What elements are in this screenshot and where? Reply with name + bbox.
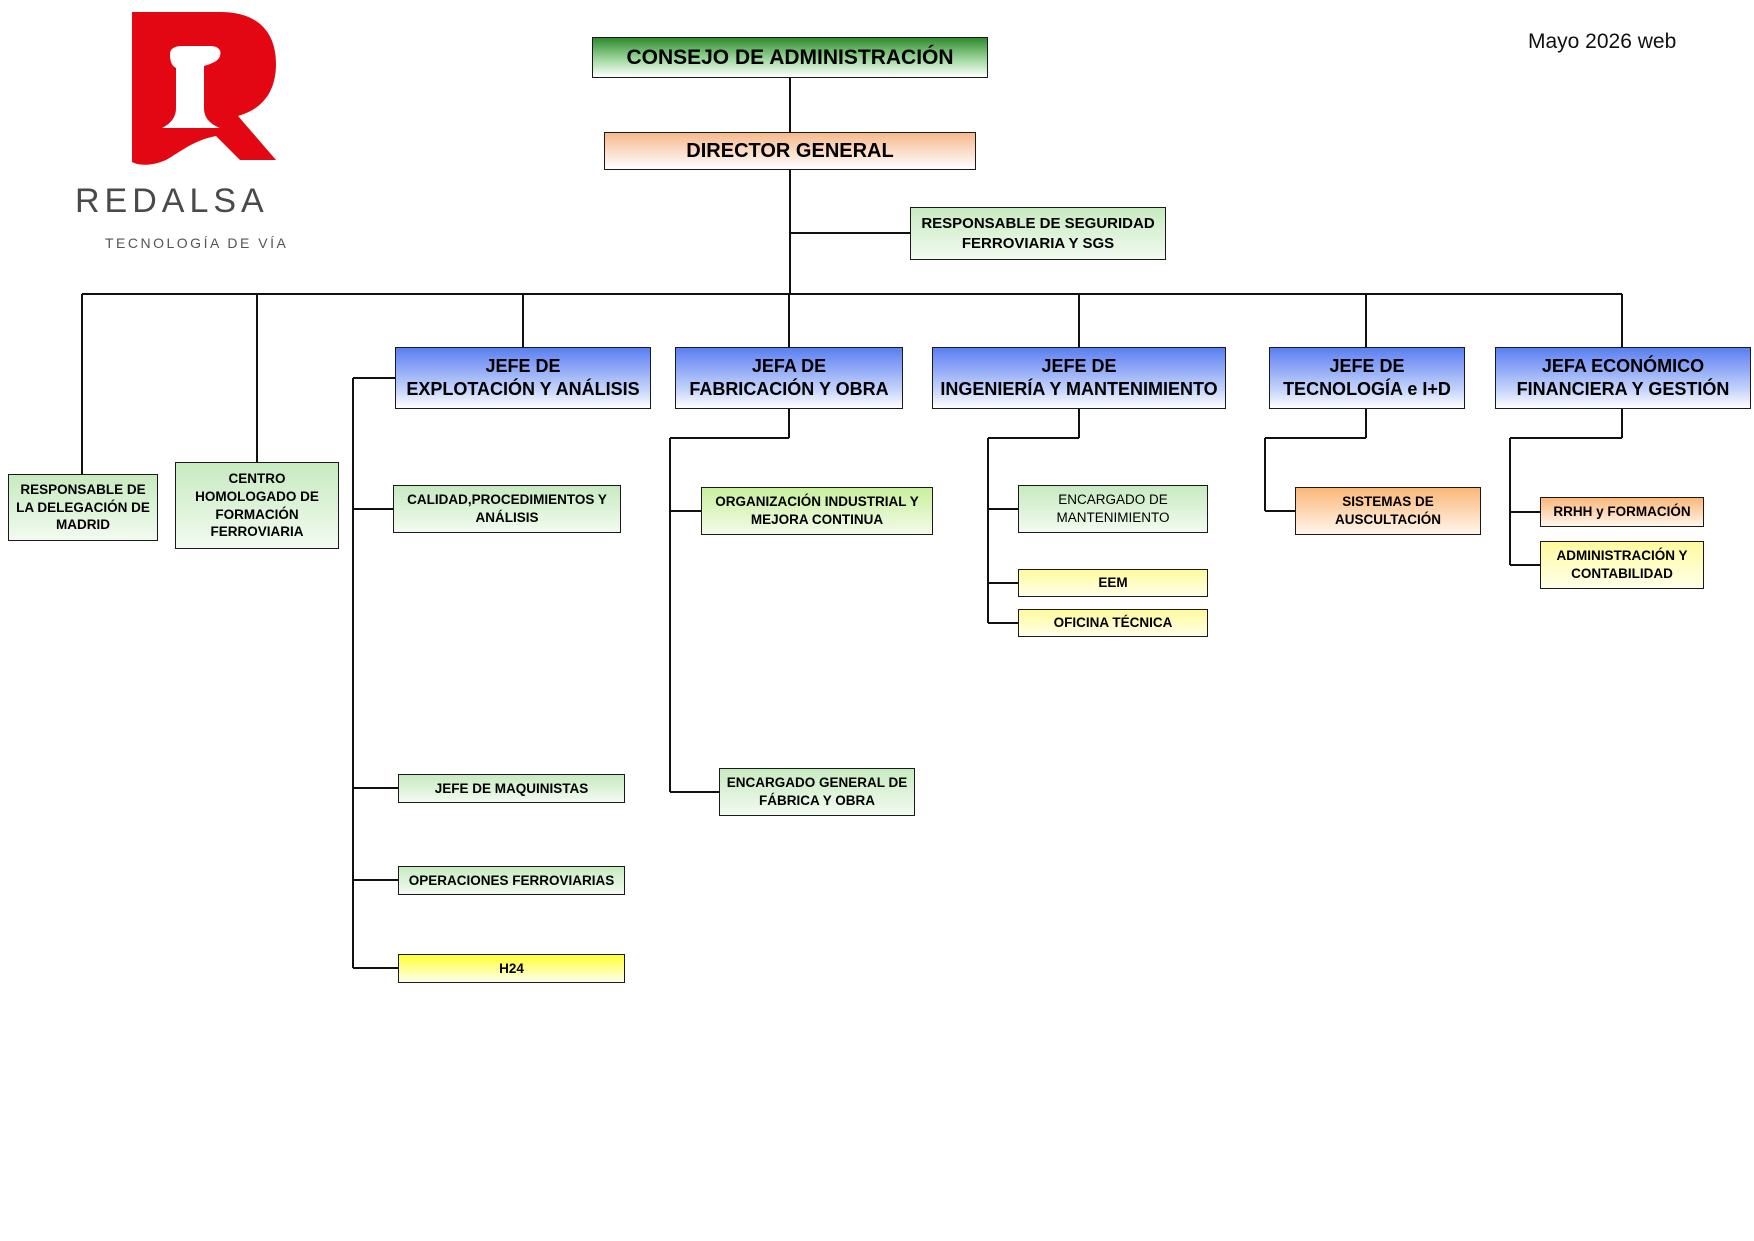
box-safety-line-2: FERROVIARIA Y SGS [961, 234, 1115, 252]
box-head-fabrication-line-1: JEFA DE [751, 355, 827, 376]
box-board: CONSEJO DE ADMINISTRACIÓN [592, 37, 988, 78]
box-training-line-2: HOMOLOGADO DE [195, 488, 319, 504]
box-h24-line-1: H24 [499, 960, 524, 976]
box-quality-procedures: CALIDAD,PROCEDIMIENTOS Y ANÁLISIS [393, 485, 621, 533]
box-rail-operations-line-1: OPERACIONES FERROVIARIAS [408, 872, 615, 888]
box-madrid: RESPONSABLE DE LA DELEGACIÓN DE MADRID [8, 474, 158, 541]
box-head-fabrication: JEFA DE FABRICACIÓN Y OBRA [675, 347, 903, 409]
box-quality-line-1: CALIDAD,PROCEDIMIENTOS Y [407, 492, 607, 508]
box-administration-line-1: ADMINISTRACIÓN Y [1556, 548, 1688, 564]
box-training-line-3: FORMACIÓN [215, 506, 299, 522]
edition-date: Mayo 2026 web [1528, 30, 1677, 53]
box-eem: EEM [1018, 569, 1208, 597]
box-head-engineering-line-1: JEFE DE [1041, 355, 1117, 376]
box-industrial-org-line-2: MEJORA CONTINUA [750, 512, 884, 527]
box-hr-training: RRHH y FORMACIÓN [1540, 497, 1704, 527]
box-madrid-line-1: RESPONSABLE DE [20, 482, 146, 498]
logo-wordmark: REDALSA [75, 182, 269, 220]
box-rail-operations: OPERACIONES FERROVIARIAS [398, 866, 625, 895]
box-madrid-line-2: LA DELEGACIÓN DE [16, 499, 150, 515]
box-general-foreman-line-2: FÁBRICA Y OBRA [758, 793, 875, 808]
box-safety: RESPONSABLE DE SEGURIDAD FERROVIARIA Y S… [910, 207, 1166, 260]
box-administration-line-2: CONTABILIDAD [1571, 566, 1673, 581]
box-inspection-systems: SISTEMAS DE AUSCULTACIÓN [1295, 487, 1481, 535]
box-board-line-1: CONSEJO DE ADMINISTRACIÓN [626, 45, 954, 69]
box-h24: H24 [398, 954, 625, 983]
box-head-technology-line-2: TECNOLOGÍA e I+D [1283, 379, 1451, 399]
box-chief-drivers-line-1: JEFE DE MAQUINISTAS [434, 780, 589, 796]
box-head-engineering: JEFE DE INGENIERÍA Y MANTENIMIENTO [932, 347, 1226, 409]
box-training-line-4: FERROVIARIA [210, 524, 304, 540]
box-head-engineering-line-2: INGENIERÍA Y MANTENIMIENTO [940, 379, 1218, 399]
box-head-operations-line-1: JEFE DE [485, 355, 561, 376]
box-head-finance-line-2: FINANCIERA Y GESTIÓN [1516, 379, 1730, 399]
box-technical-office-line-1: OFICINA TÉCNICA [1053, 615, 1173, 631]
box-maintenance-line-1: ENCARGADO DE [1058, 492, 1168, 508]
box-administration: ADMINISTRACIÓN Y CONTABILIDAD [1540, 541, 1704, 589]
box-head-technology: JEFE DE TECNOLOGÍA e I+D [1269, 347, 1465, 409]
box-training-center: CENTRO HOMOLOGADO DE FORMACIÓN FERROVIAR… [175, 462, 339, 549]
box-inspection-line-2: AUSCULTACIÓN [1335, 512, 1441, 527]
box-general-foreman-line-1: ENCARGADO GENERAL DE [726, 775, 908, 791]
box-maintenance-foreman: ENCARGADO DE MANTENIMIENTO [1018, 485, 1208, 533]
box-eem-line-1: EEM [1098, 575, 1128, 591]
box-industrial-organization: ORGANIZACIÓN INDUSTRIAL Y MEJORA CONTINU… [701, 487, 933, 535]
box-director: DIRECTOR GENERAL [604, 132, 976, 170]
box-head-finance: JEFA ECONÓMICO FINANCIERA Y GESTIÓN [1495, 347, 1751, 409]
box-head-fabrication-line-2: FABRICACIÓN Y OBRA [689, 379, 889, 399]
box-head-technology-line-1: JEFE DE [1329, 355, 1405, 376]
logo-tagline: TECNOLOGÍA DE VÍA [105, 235, 289, 251]
box-head-finance-line-1: JEFA ECONÓMICO [1541, 355, 1705, 376]
box-general-foreman: ENCARGADO GENERAL DE FÁBRICA Y OBRA [719, 768, 915, 816]
box-industrial-org-line-1: ORGANIZACIÓN INDUSTRIAL Y [715, 494, 919, 510]
box-director-line-1: DIRECTOR GENERAL [686, 140, 894, 162]
box-madrid-line-3: MADRID [56, 517, 110, 533]
box-chief-drivers: JEFE DE MAQUINISTAS [398, 774, 625, 803]
box-technical-office: OFICINA TÉCNICA [1018, 609, 1208, 637]
box-head-operations-line-2: EXPLOTACIÓN Y ANÁLISIS [406, 379, 640, 399]
redalsa-logo [132, 12, 276, 165]
box-maintenance-line-2: MANTENIMIENTO [1056, 510, 1170, 525]
box-safety-line-1: RESPONSABLE DE SEGURIDAD [921, 215, 1155, 232]
box-quality-line-2: ANÁLISIS [475, 510, 539, 525]
box-hr-line-1: RRHH y FORMACIÓN [1553, 504, 1691, 520]
box-inspection-line-1: SISTEMAS DE [1342, 494, 1434, 510]
box-head-operations: JEFE DE EXPLOTACIÓN Y ANÁLISIS [395, 347, 651, 409]
box-training-line-1: CENTRO [228, 471, 286, 487]
